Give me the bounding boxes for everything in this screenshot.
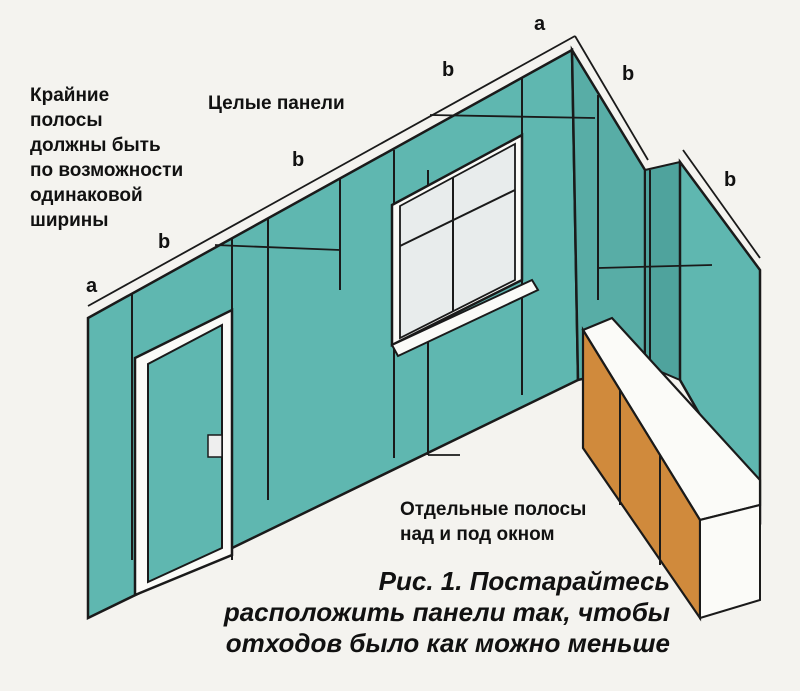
window xyxy=(390,132,540,358)
door xyxy=(133,307,234,597)
dimension-b-4: b xyxy=(622,63,635,85)
dimension-b-3: b xyxy=(442,59,455,81)
door-handle-icon xyxy=(207,434,223,458)
whole-panels-label: Целые панели xyxy=(208,93,345,114)
edge-strips-label: Крайние полосы должны быть по возможност… xyxy=(30,85,184,231)
dimension-b-2: b xyxy=(292,149,305,171)
figure-caption: Рис. 1. Постарайтесь расположить панели … xyxy=(150,566,670,659)
dimension-a-left: a xyxy=(86,275,98,297)
separate-strips-label: Отдельные полосы над и под окном xyxy=(400,499,587,545)
dimension-b-5: b xyxy=(724,169,737,191)
dimension-lines xyxy=(87,35,761,456)
kitchen-cabinet xyxy=(581,316,762,622)
dimension-a-top: a xyxy=(534,13,546,35)
caption-line-3: отходов было как можно меньше xyxy=(225,628,670,658)
caption-line-1: Рис. 1. Постарайтесь xyxy=(378,566,670,596)
caption-line-2: расположить панели так, чтобы xyxy=(223,597,670,627)
dimension-b-1: b xyxy=(158,231,171,253)
